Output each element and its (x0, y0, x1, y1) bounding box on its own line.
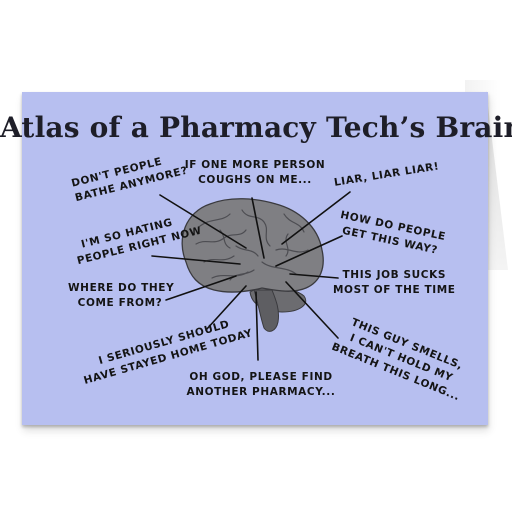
brain-stem (253, 289, 279, 332)
label-come-from: WHERE DO THEY COME FROM? (68, 281, 175, 311)
pointer-line-liar (281, 191, 351, 245)
label-another-pharmacy: OH GOD, PLEASE FIND ANOTHER PHARMACY... (186, 370, 336, 400)
pointer-line-job-sucks (289, 273, 339, 279)
pointer-line-come-from (165, 275, 237, 301)
card-title: Atlas of a Pharmacy Tech’s Brain (0, 111, 512, 144)
pointer-line-stayed-home (205, 285, 247, 331)
pointer-line-cough (251, 197, 265, 259)
label-another-pharmacy-line-1: OH GOD, PLEASE FIND (189, 371, 333, 383)
label-coughs-on-me: IF ONE MORE PERSON COUGHS ON ME... (180, 158, 330, 188)
pointer-line-this-way (275, 235, 343, 267)
label-another-pharmacy-line-2: ANOTHER PHARMACY... (186, 386, 336, 398)
pointer-line-bathe (159, 194, 247, 249)
brain-cerebrum (181, 198, 324, 293)
label-come-from-line-2: COME FROM? (77, 297, 163, 309)
pointer-line-smells (285, 281, 339, 339)
pointer-line-another-pharmacy (255, 291, 259, 361)
label-job-sucks-line-2: MOST OF THE TIME (333, 284, 456, 296)
label-cough-line-1: IF ONE MORE PERSON (184, 159, 326, 171)
pointer-line-hating (151, 255, 241, 265)
label-come-from-line-1: WHERE DO THEY (68, 282, 175, 294)
label-job-sucks: THIS JOB SUCKS MOST OF THE TIME (333, 268, 456, 298)
label-job-sucks-line-1: THIS JOB SUCKS (342, 269, 447, 281)
brain-image (181, 198, 324, 332)
label-cough-line-2: COUGHS ON ME... (198, 174, 312, 186)
